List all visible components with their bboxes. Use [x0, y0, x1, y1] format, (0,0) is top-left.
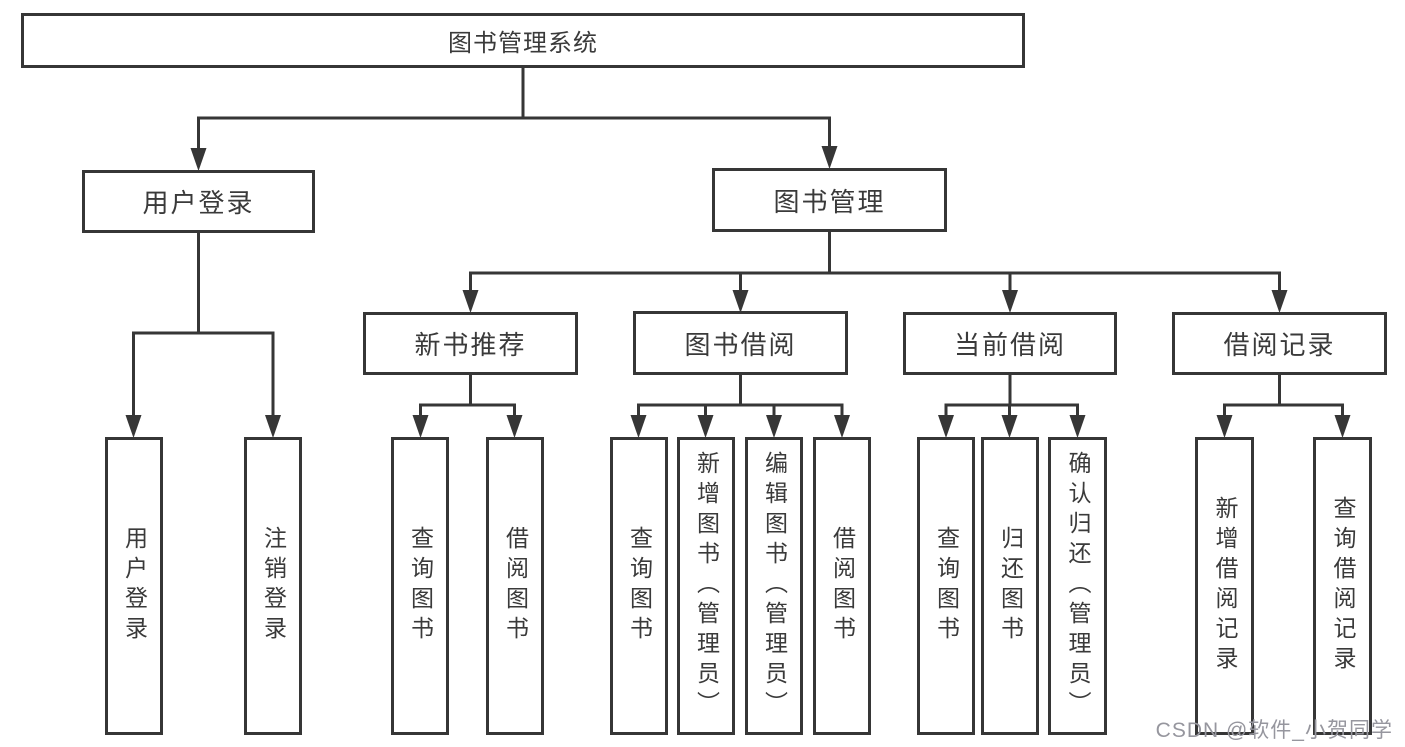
leaf-query-books-current: 查询图书 — [917, 437, 975, 735]
leaf-logout: 注销登录 — [244, 437, 302, 735]
leaf-borrow-books-recommend: 借阅图书 — [486, 437, 544, 735]
leaf-confirm-return-admin-label: 确认归还（管理员） — [1065, 451, 1091, 721]
leaf-user-login: 用户登录 — [105, 437, 163, 735]
leaf-logout-label: 注销登录 — [260, 526, 287, 646]
leaf-query-books-recommend: 查询图书 — [391, 437, 449, 735]
node-current-borrowing: 当前借阅 — [903, 312, 1117, 375]
node-borrowing-records: 借阅记录 — [1172, 312, 1387, 375]
leaf-query-books-borrowing-label: 查询图书 — [626, 526, 653, 646]
leaf-add-borrow-record-label: 新增借阅记录 — [1212, 496, 1238, 676]
leaf-query-borrow-record: 查询借阅记录 — [1313, 437, 1372, 735]
leaf-borrow-books-recommend-label: 借阅图书 — [502, 526, 529, 646]
arrowheads — [125, 146, 1351, 438]
node-user-login: 用户登录 — [82, 170, 315, 233]
leaf-query-books-recommend-label: 查询图书 — [407, 526, 434, 646]
leaf-return-books: 归还图书 — [981, 437, 1039, 735]
leaf-add-books-admin-label: 新增图书（管理员） — [693, 451, 720, 721]
leaf-confirm-return-admin: 确认归还（管理员） — [1048, 437, 1107, 735]
leaf-query-borrow-record-label: 查询借阅记录 — [1330, 496, 1356, 676]
node-library-management-system: 图书管理系统 — [21, 13, 1025, 68]
node-new-book-recommendation: 新书推荐 — [363, 312, 578, 375]
leaf-add-borrow-record: 新增借阅记录 — [1195, 437, 1254, 735]
node-book-borrowing: 图书借阅 — [633, 311, 848, 375]
node-book-management: 图书管理 — [712, 168, 947, 232]
csdn-watermark: CSDN @软件_小贺同学 — [1155, 719, 1393, 742]
leaf-borrow-books: 借阅图书 — [813, 437, 871, 735]
leaf-user-login-label: 用户登录 — [121, 526, 148, 646]
connector-path — [132, 66, 1344, 422]
leaf-add-books-admin: 新增图书（管理员） — [677, 437, 735, 735]
leaf-edit-books-admin: 编辑图书（管理员） — [745, 437, 803, 735]
leaf-edit-books-admin-label: 编辑图书（管理员） — [761, 451, 788, 721]
leaf-borrow-books-label: 借阅图书 — [829, 526, 856, 646]
leaf-query-books-current-label: 查询图书 — [933, 526, 960, 646]
leaf-return-books-label: 归还图书 — [997, 526, 1024, 646]
leaf-query-books-borrowing: 查询图书 — [610, 437, 668, 735]
